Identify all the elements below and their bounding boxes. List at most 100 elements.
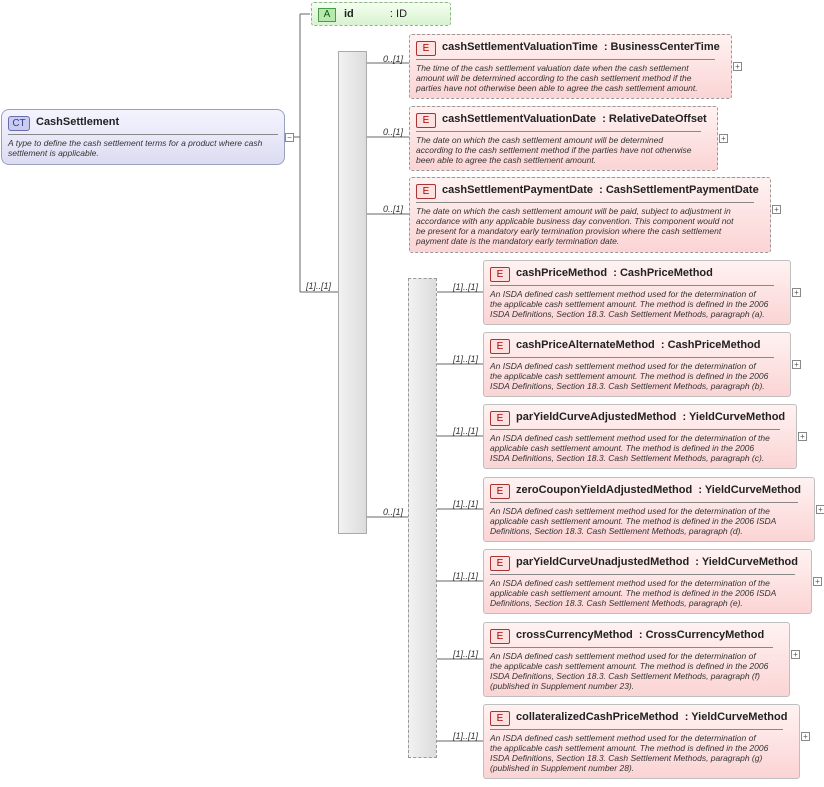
description-line: the applicable cash settlement amount. T…: [490, 743, 769, 753]
element-type: : CashSettlementPaymentDate: [599, 184, 759, 196]
element-type: : CrossCurrencyMethod: [638, 629, 765, 641]
element-badge: E: [490, 411, 510, 426]
divider: [490, 502, 798, 503]
description-line: An ISDA defined cash settlement method u…: [490, 651, 756, 661]
element-badge: E: [490, 267, 510, 282]
description-line: ISDA Definitions, Section 18.3. Cash Set…: [490, 671, 760, 681]
element-description: An ISDA defined cash settlement method u…: [490, 578, 797, 608]
description-line: ISDA Definitions, Section 18.3. Cash Set…: [490, 753, 763, 763]
element-name: crossCurrencyMethod: [516, 629, 633, 641]
description-line: amount will be determined according to t…: [416, 73, 692, 83]
expand-icon[interactable]: +: [801, 732, 810, 741]
element-description: An ISDA defined cash settlement method u…: [490, 289, 776, 319]
description-line: An ISDA defined cash settlement method u…: [490, 289, 756, 299]
description-line: ISDA Definitions, Section 18.3. Cash Set…: [490, 453, 765, 463]
description-line: ISDA Definitions, Section 18.3. Cash Set…: [490, 309, 765, 319]
attribute-name: id: [344, 8, 354, 20]
description-line: The date on which the cash settlement am…: [416, 135, 664, 145]
description-line: been able to agree the cash settlement a…: [416, 155, 597, 165]
expand-icon[interactable]: +: [772, 205, 781, 214]
element-name: cashPriceMethod: [516, 267, 608, 279]
description-line: The time of the cash settlement valuatio…: [416, 63, 689, 73]
element-name: parYieldCurveAdjustedMethod: [516, 411, 677, 423]
element-type: : YieldCurveMethod: [698, 484, 802, 496]
description-line: (published in Supplement number 23).: [490, 681, 635, 691]
divider: [416, 59, 715, 60]
divider: [8, 134, 278, 135]
element-description: The date on which the cash settlement am…: [416, 135, 703, 165]
complex-type-description: A type to define the cash settlement ter…: [8, 138, 263, 158]
element-cardinality: [1]..[1]: [453, 571, 479, 581]
element-name: collateralizedCashPriceMethod: [516, 711, 679, 723]
description-line: applicable cash settlement amount. The m…: [490, 588, 777, 598]
element-type: : RelativeDateOffset: [602, 113, 707, 125]
element-cardinality: [1]..[1]: [453, 354, 479, 364]
element-name: parYieldCurveUnadjustedMethod: [516, 556, 690, 568]
expand-icon[interactable]: +: [792, 288, 801, 297]
description-line: applicable cash settlement amount. The m…: [490, 443, 755, 453]
collapse-icon[interactable]: −: [285, 133, 294, 142]
element-badge: E: [490, 484, 510, 499]
description-line: the applicable cash settlement amount. T…: [490, 299, 769, 309]
element-badge: E: [416, 184, 436, 199]
description-line: Definitions, Section 18.3. Cash Settleme…: [490, 526, 743, 536]
description-line: payment date is the mandatory early term…: [416, 236, 620, 246]
description-line: ISDA Definitions, Section 18.3. Cash Set…: [490, 381, 765, 391]
description-line: applicable cash settlement amount. The m…: [490, 516, 777, 526]
description-line: the applicable cash settlement amount. T…: [490, 371, 769, 381]
description-line: The date on which the cash settlement am…: [416, 206, 731, 216]
description-line: Definitions, Section 18.3. Cash Settleme…: [490, 598, 743, 608]
element-description: An ISDA defined cash settlement method u…: [490, 733, 785, 773]
description-line: the applicable cash settlement amount. T…: [490, 661, 769, 671]
element-name: cashSettlementValuationDate: [442, 113, 597, 125]
element-description: The date on which the cash settlement am…: [416, 206, 756, 246]
element-badge: E: [416, 41, 436, 56]
element-badge: E: [490, 711, 510, 726]
description-line: (published in Supplement number 28).: [490, 763, 635, 773]
expand-icon[interactable]: +: [813, 577, 822, 586]
element-badge: E: [490, 339, 510, 354]
description-line: be present for a mandatory early termina…: [416, 226, 722, 236]
element-cardinality: [1]..[1]: [453, 649, 479, 659]
element-description: An ISDA defined cash settlement method u…: [490, 433, 782, 463]
complex-type-badge: CT: [8, 116, 30, 131]
divider: [490, 647, 773, 648]
element-type: : CashPriceMethod: [613, 267, 713, 279]
expand-icon[interactable]: +: [792, 360, 801, 369]
description-line: according to the cash settlement method …: [416, 145, 692, 155]
divider: [490, 285, 774, 286]
divider: [416, 202, 754, 203]
element-type: : YieldCurveMethod: [695, 556, 798, 568]
element-cardinality: 0..[1]: [383, 204, 404, 214]
sequence-compositor[interactable]: [338, 51, 367, 534]
divider: [416, 131, 701, 132]
element-cardinality: [1]..[1]: [453, 282, 479, 292]
element-description: An ISDA defined cash settlement method u…: [490, 506, 800, 536]
expand-icon[interactable]: +: [719, 134, 728, 143]
description-line: An ISDA defined cash settlement method u…: [490, 433, 770, 443]
element-type: : CashPriceMethod: [660, 339, 761, 351]
expand-icon[interactable]: +: [816, 505, 824, 514]
element-badge: E: [490, 556, 510, 571]
choice-compositor[interactable]: [408, 278, 437, 758]
expand-icon[interactable]: +: [791, 650, 800, 659]
element-cardinality: [1]..[1]: [453, 499, 479, 509]
element-description: An ISDA defined cash settlement method u…: [490, 651, 775, 691]
expand-icon[interactable]: +: [798, 432, 807, 441]
element-name: cashPriceAlternateMethod: [516, 339, 655, 351]
expand-icon[interactable]: +: [733, 62, 742, 71]
description-line: An ISDA defined cash settlement method u…: [490, 361, 756, 371]
description-line: accordance with any applicable business …: [416, 216, 734, 226]
